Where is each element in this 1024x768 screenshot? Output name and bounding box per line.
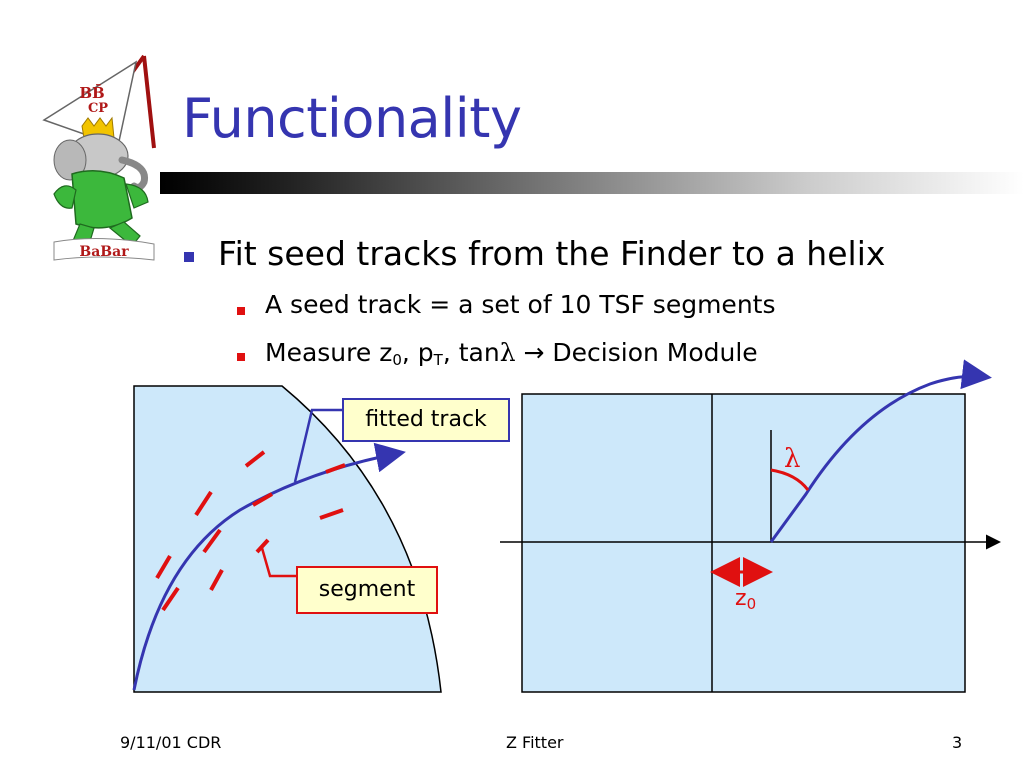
footer-title: Z Fitter [506, 733, 564, 752]
bullet-b-mid1: , p [401, 338, 434, 367]
banner-text: BaBar [79, 244, 129, 260]
green-sleeve-icon [53, 185, 77, 209]
lambda-arc [770, 468, 810, 491]
banner-icon [53, 237, 155, 261]
bullet-b-suffix: Decision Module [544, 338, 758, 367]
z0-label: z0 [735, 586, 756, 613]
bullet-b-mid2: , tan [442, 338, 500, 367]
segment-label: segment [296, 566, 438, 614]
bullet-b-p-sub: T [433, 351, 443, 369]
right-panel [521, 393, 966, 693]
babar-logo: BB̄ CP BaBar [42, 54, 156, 261]
fitted-track-callout [293, 408, 342, 483]
fitted-track-label: fitted track [342, 398, 510, 442]
lambda-label: λ [784, 444, 801, 474]
segment-mark [251, 492, 274, 507]
segment-callout [260, 547, 296, 578]
elephant-ear-icon [53, 139, 87, 181]
footer-page-number: 3 [952, 733, 963, 752]
segment-mark [325, 463, 346, 474]
segments [155, 450, 346, 612]
flag-text-bottom: CP [88, 101, 108, 116]
green-sleeve-right-icon [125, 183, 149, 209]
bullet-level2-b: Measure z0, pT, tanλ → Decision Module [265, 338, 758, 369]
segment-mark [255, 538, 270, 554]
z-sub-label: 0 [746, 595, 757, 613]
z-label: z [735, 586, 747, 611]
segment-mark [209, 569, 224, 591]
segment-mark [155, 554, 172, 580]
title-gradient-bar [160, 172, 1024, 194]
bullet-b-lambda: λ [499, 338, 516, 367]
bullet-b-arrow: → [523, 338, 545, 367]
segment-mark [319, 508, 344, 520]
slide-title: Functionality [182, 87, 522, 150]
bullet-marker-level2-b [237, 353, 245, 361]
bullet-level2-a: A seed track = a set of 10 TSF segments [265, 290, 776, 319]
segment-mark [194, 490, 213, 517]
bullet-marker-level2-a [237, 307, 245, 315]
flag-text-top: BB̄ [79, 83, 104, 102]
segment-mark [202, 528, 222, 554]
bullet-level1: Fit seed tracks from the Finder to a hel… [218, 234, 886, 273]
helix-projection [769, 359, 992, 543]
flag-pole-2 [142, 55, 156, 149]
bullet-marker-level1 [184, 252, 194, 262]
footer-date: 9/11/01 CDR [120, 733, 222, 752]
bullet-b-z-sub: 0 [392, 351, 402, 369]
bullet-b-prefix: Measure z [265, 338, 393, 367]
segment-mark [161, 586, 180, 612]
segment-mark [244, 450, 266, 468]
